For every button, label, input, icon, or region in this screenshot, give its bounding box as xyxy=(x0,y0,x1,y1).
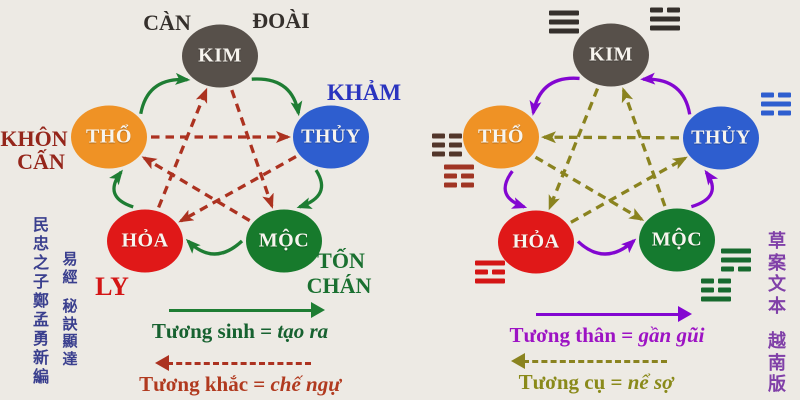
cycle-arrow-hoa-to-tho-left xyxy=(109,169,134,209)
vertical-char: 本 xyxy=(768,295,786,316)
trigram-name-ton: TỐN xyxy=(317,248,365,273)
legend-label: Tương khắc = xyxy=(139,372,266,396)
legend-right-2: Tương cụ = nể sợ xyxy=(481,353,711,394)
trigram-name-can: CÀN xyxy=(143,10,191,35)
trigram-name-ly: LY xyxy=(95,272,129,301)
legend-label: Tương thân = xyxy=(509,323,634,347)
cycle-arrow-kim-to-tho-right xyxy=(529,76,580,116)
vertical-char: 版 xyxy=(768,374,786,394)
cycle-arrow-tho-to-hoa-right xyxy=(503,170,528,209)
trigram-khon-icon xyxy=(432,133,462,157)
vertical-char: 經 xyxy=(62,269,78,286)
vertical-char: 鄭 xyxy=(32,293,50,310)
element-label: HỎA xyxy=(512,230,560,253)
trigram-ly-icon xyxy=(475,260,505,284)
element-moc-left: MỘC xyxy=(246,209,322,273)
vertical-char: 秘 xyxy=(62,299,78,315)
element-label: KIM xyxy=(198,44,242,67)
star-arrow-kim-to-hoa-right xyxy=(548,87,600,211)
element-hoa-right: HỎA xyxy=(498,210,574,274)
element-label: THỦY xyxy=(301,125,361,148)
star-arrow-thuy-to-tho-right xyxy=(540,131,680,144)
element-label: THỔ xyxy=(478,125,524,148)
legend-left-1: Tương sinh = tạo ra xyxy=(125,302,355,343)
vertical-char: 易 xyxy=(62,252,78,268)
trigram-name-kham: KHẢM xyxy=(326,80,402,105)
element-label: MỘC xyxy=(258,229,310,252)
trigram-chan-icon xyxy=(701,278,731,302)
element-kim-left: KIM xyxy=(182,24,258,88)
legend-arrow-solid-right-icon xyxy=(492,306,722,324)
trigram-ton-icon xyxy=(721,248,751,272)
vertical-char: 草 xyxy=(768,231,786,251)
trigram-kham-icon xyxy=(761,92,791,116)
cycle-arrow-moc-to-thuy-right xyxy=(690,169,719,209)
vertical-char: 南 xyxy=(768,352,786,373)
legend-arrow-dashed-left-icon xyxy=(125,355,355,373)
legend-label: Tương sinh = xyxy=(151,319,273,343)
vertical-char: 越 xyxy=(768,331,786,351)
right-column-vertical-text: 草案文本越南版 xyxy=(768,231,786,396)
star-arrow-moc-to-tho-left xyxy=(141,156,251,223)
element-hoa-left: HỎA xyxy=(107,209,183,273)
trigram-name-can-2: CẤN xyxy=(17,149,65,174)
star-arrow-kim-to-moc-left xyxy=(230,89,274,209)
element-label: MỘC xyxy=(651,228,703,251)
vertical-char: 忠 xyxy=(32,236,50,253)
legend-value: tạo ra xyxy=(277,319,329,343)
cycle-arrow-tho-to-kim-left xyxy=(139,72,191,115)
cycle-arrow-thuy-to-moc-left xyxy=(296,169,324,209)
cycle-arrow-kim-to-thuy-left xyxy=(251,77,303,117)
vertical-char: 新 xyxy=(32,350,50,367)
element-thuy-right: THỦY xyxy=(683,106,759,170)
vertical-char: 民 xyxy=(32,217,50,234)
trigram-name-doai: ĐOÀI xyxy=(252,8,310,33)
trigram-name-khon: KHÔN xyxy=(0,126,68,151)
legend-value: chế ngự xyxy=(270,372,341,396)
element-label: THỦY xyxy=(691,126,751,149)
element-tho-right: THỔ xyxy=(463,105,539,169)
star-arrow-thuy-to-hoa-left xyxy=(178,155,297,223)
element-kim-right: KIM xyxy=(573,23,649,87)
legend-arrow-solid-right-icon xyxy=(125,302,355,320)
vertical-char: 子 xyxy=(32,274,50,291)
legend-left-2: Tương khắc = chế ngự xyxy=(125,355,355,396)
vertical-char: 之 xyxy=(32,255,50,272)
star-arrow-moc-to-kim-right xyxy=(621,87,667,207)
element-label: KIM xyxy=(589,43,633,66)
trigram-can-icon xyxy=(549,10,579,34)
legend-right-1: Tương thân = gần gũi xyxy=(492,306,722,347)
star-arrow-tho-to-moc-right xyxy=(534,155,645,221)
vertical-char: 顯 xyxy=(62,334,78,350)
vertical-char: 案 xyxy=(768,252,786,273)
vertical-char: 孟 xyxy=(32,312,50,329)
vertical-char: 勇 xyxy=(32,331,50,348)
vertical-char: 達 xyxy=(62,351,78,368)
star-arrow-hoa-to-kim-left xyxy=(157,87,208,209)
left-inner-column-vertical-text: 易經秘訣顯達 xyxy=(62,252,77,369)
element-moc-right: MỘC xyxy=(639,208,715,272)
legend-arrow-dashed-left-icon xyxy=(481,353,711,371)
vertical-char: 編 xyxy=(32,369,50,386)
legend-value: gần gũi xyxy=(638,323,705,347)
vertical-char: 文 xyxy=(768,274,786,294)
element-thuy-left: THỦY xyxy=(293,105,369,169)
left-outer-column-vertical-text: 民忠之子鄭孟勇新編 xyxy=(33,216,49,387)
trigram-doai-icon xyxy=(650,7,680,31)
element-label: HỎA xyxy=(121,229,169,252)
star-arrow-hoa-to-thuy-right xyxy=(570,156,688,224)
cycle-arrow-thuy-to-kim-right xyxy=(640,72,692,115)
element-tho-left: THỔ xyxy=(71,105,147,169)
cycle-arrow-moc-to-hoa-left xyxy=(185,238,244,256)
trigram-name-chan: CHÁN xyxy=(306,273,372,298)
legend-value: nể sợ xyxy=(627,370,674,394)
vertical-char: 訣 xyxy=(62,316,78,333)
trigram-can-2-icon xyxy=(444,164,474,188)
element-label: THỔ xyxy=(86,125,132,148)
cycle-arrow-hoa-to-moc-right xyxy=(576,238,637,256)
legend-label: Tương cụ = xyxy=(518,370,623,394)
